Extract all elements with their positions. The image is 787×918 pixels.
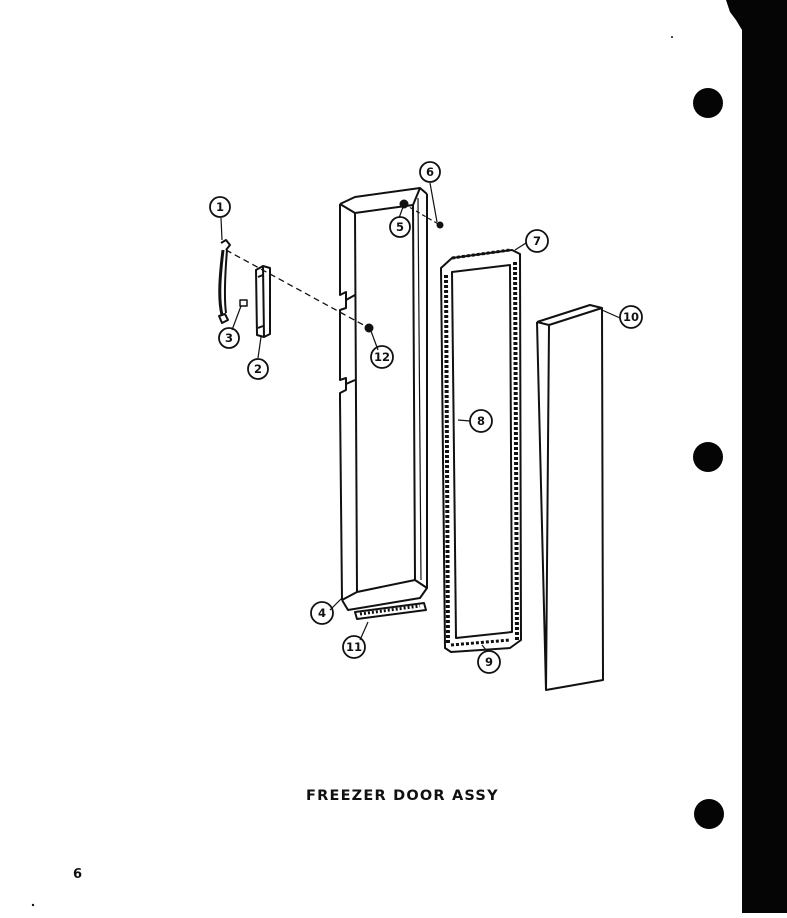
callout-11-circle — [342, 635, 366, 659]
diagram-caption: FREEZER DOOR ASSY — [306, 788, 499, 804]
callout-7-label: 7 — [533, 234, 541, 248]
binder-hole-bottom — [694, 799, 724, 829]
callout-10-circle — [619, 305, 643, 329]
assembly-dashed-line — [225, 249, 370, 329]
page-number: 6 — [73, 867, 83, 882]
callout-11-label: 11 — [346, 640, 362, 654]
binding-edge — [742, 0, 787, 913]
corner-shadow — [726, 0, 742, 30]
binder-hole-middle — [693, 442, 723, 472]
callout-10-label: 10 — [623, 310, 639, 324]
callout-9-circle — [477, 650, 501, 674]
callout-3-circle — [218, 327, 240, 349]
callout-6-circle — [419, 161, 441, 183]
callout-5-circle — [389, 216, 411, 238]
callout-3-label: 3 — [225, 331, 233, 345]
callout-1-label: 1 — [216, 200, 224, 214]
callout-12-label: 12 — [374, 350, 390, 364]
speck — [31, 903, 35, 907]
callout-5-label: 5 — [396, 220, 404, 234]
callout-7-circle — [525, 229, 549, 253]
callout-8-label: 8 — [477, 414, 485, 428]
speck — [671, 36, 673, 38]
callout-12-circle — [370, 345, 394, 369]
binder-hole-top — [693, 88, 723, 118]
callout-6-label: 6 — [426, 165, 434, 179]
leader-lines — [220, 182, 621, 652]
small-clip — [239, 299, 248, 307]
screw-part — [436, 221, 444, 229]
bottom-trim-strip — [354, 602, 427, 620]
callout-2-label: 2 — [254, 362, 262, 376]
callout-4-label: 4 — [318, 606, 326, 620]
callout-4-circle — [310, 601, 334, 625]
callout-circles — [209, 161, 643, 674]
handle-mount-bracket — [255, 265, 271, 338]
door-handle — [218, 239, 231, 324]
callout-9-label: 9 — [485, 655, 493, 669]
inner-door-liner — [536, 304, 604, 691]
callout-8-circle — [469, 409, 493, 433]
outer-door-panel — [339, 187, 428, 611]
callout-1-circle — [209, 196, 231, 218]
door-gasket-frame — [440, 248, 522, 653]
callout-2-circle — [247, 358, 269, 380]
